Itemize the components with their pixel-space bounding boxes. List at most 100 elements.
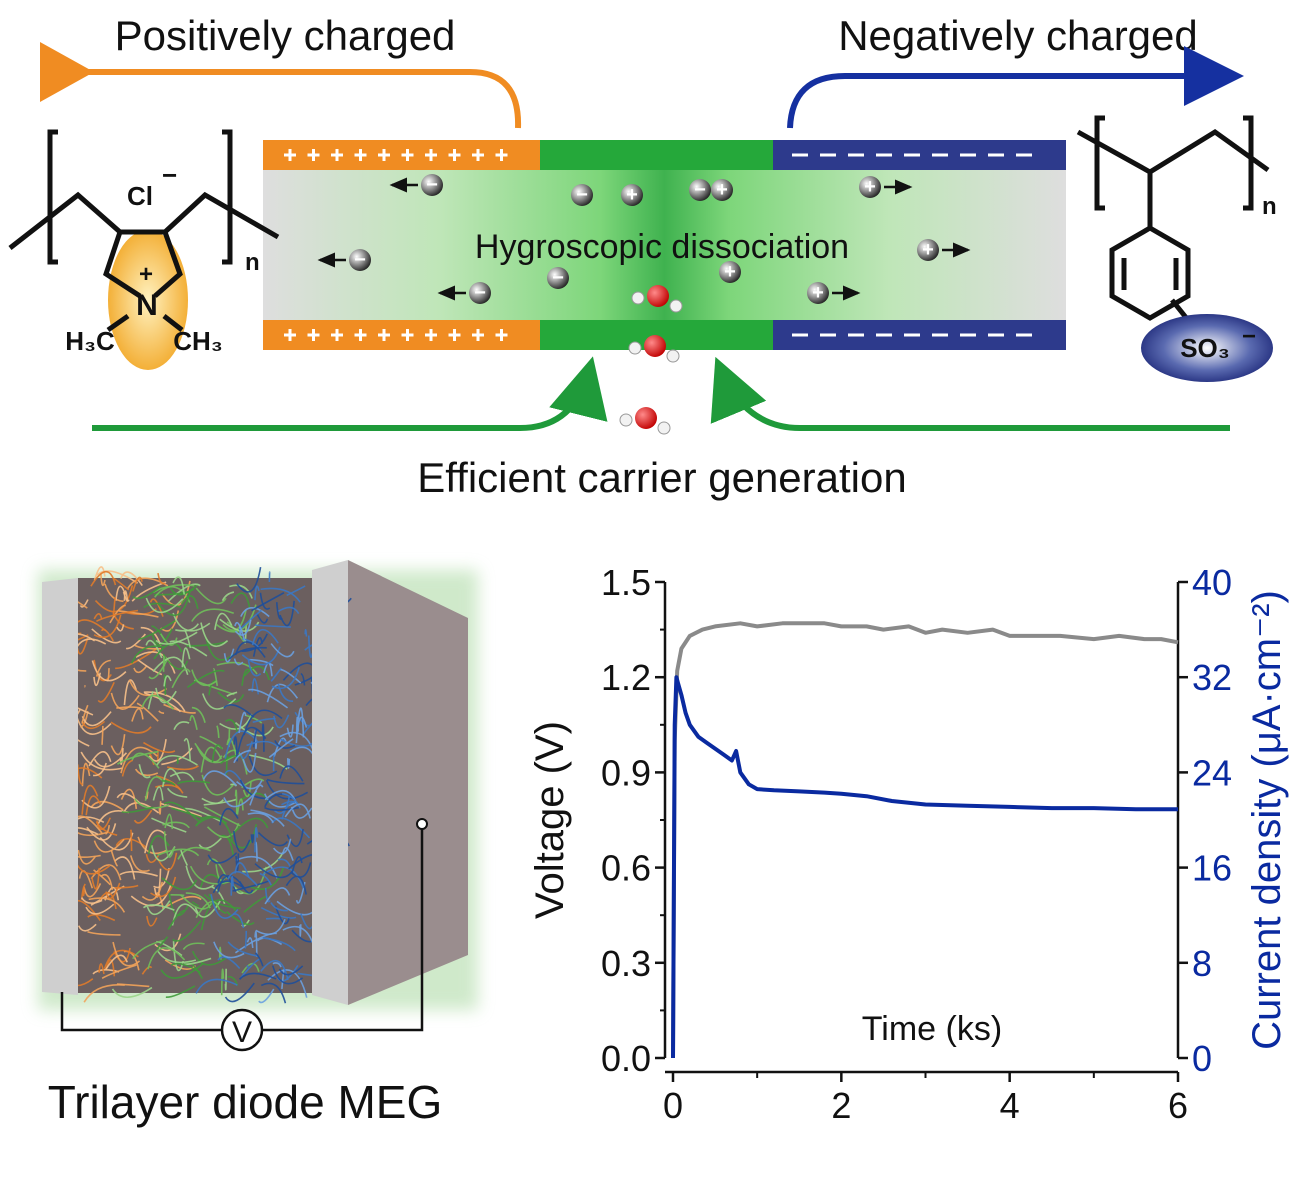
nanofiber — [234, 789, 238, 814]
minus-mark — [1016, 333, 1032, 337]
nanofiber — [258, 988, 275, 1004]
nanofiber — [132, 576, 143, 592]
nanofiber — [88, 897, 126, 913]
voltmeter-icon — [220, 1008, 264, 1052]
nanofiber — [85, 903, 115, 915]
nanofiber — [160, 802, 202, 818]
nanofiber — [229, 584, 253, 599]
nanofiber — [138, 619, 176, 641]
positive-flow-arrow — [39, 42, 522, 129]
nanofiber — [212, 668, 219, 686]
nanofiber — [110, 692, 140, 710]
nanofiber — [166, 765, 199, 771]
nanofiber — [279, 600, 295, 627]
plus-mark — [453, 329, 456, 341]
nanofiber — [263, 793, 298, 808]
anion-icon — [547, 267, 569, 289]
nanofiber — [211, 744, 223, 763]
x-axis-label: Time (ks) — [862, 1010, 1002, 1048]
nanofiber — [239, 741, 253, 760]
nanofiber — [228, 646, 267, 660]
polyanion-structure — [1076, 115, 1270, 322]
nanofiber — [259, 872, 272, 886]
nanofiber — [143, 602, 182, 609]
y2-tick-label: 24 — [1192, 752, 1232, 793]
device-caption: Trilayer diode MEG — [48, 1076, 443, 1128]
nanofiber — [87, 930, 121, 936]
nanofiber — [202, 770, 238, 787]
fixed-positive-charges — [284, 149, 508, 341]
ion-sign: + — [716, 179, 728, 201]
nanofiber — [236, 798, 244, 815]
minus-mark — [904, 153, 920, 157]
ion-sign: + — [626, 184, 638, 206]
x-tick-label: 0 — [663, 1085, 683, 1126]
y-tick-label: 0.0 — [601, 1038, 651, 1079]
chart-series — [671, 621, 1179, 1059]
nanofiber — [211, 886, 226, 905]
hydrogen-atom — [669, 299, 683, 313]
nanofiber — [216, 725, 220, 738]
nanofiber — [134, 798, 170, 809]
nitrogen-charge: + — [139, 261, 153, 288]
plus-mark — [500, 329, 503, 341]
y-axis-label: Voltage (V) — [528, 721, 572, 919]
nanofiber — [160, 962, 204, 979]
plus-mark — [288, 149, 292, 161]
x-tick-label: 2 — [831, 1085, 851, 1126]
nanofiber — [195, 816, 234, 841]
plus-mark — [335, 329, 339, 341]
ion-sign: + — [812, 282, 824, 304]
nanofiber — [77, 849, 97, 865]
nanofiber — [122, 591, 130, 602]
nanofiber — [249, 658, 274, 667]
current-density-line — [671, 675, 1178, 1059]
nanofiber — [155, 687, 177, 704]
nanofiber — [232, 879, 271, 892]
nanofiber — [105, 825, 111, 835]
plus-mark — [359, 149, 362, 161]
nanofiber — [141, 694, 174, 710]
nanofiber — [161, 747, 193, 766]
pss-left-bracket — [1094, 115, 1105, 211]
nanofiber — [236, 780, 263, 790]
voltage-line — [671, 621, 1179, 1059]
plus-mark — [429, 149, 433, 161]
nanofiber — [158, 710, 165, 715]
nanofiber — [163, 801, 199, 822]
nanofiber — [286, 828, 304, 847]
nanofiber — [260, 587, 301, 603]
hygroscopic-dissociation-label: Hygroscopic dissociation — [475, 228, 849, 266]
nitrogen-label: N — [136, 289, 158, 322]
ion-sign: − — [694, 179, 706, 201]
nanofiber — [133, 809, 153, 824]
right-electrode — [312, 560, 348, 1005]
anion-icon — [421, 174, 443, 196]
nanofiber — [195, 900, 221, 919]
trilayer-device: V — [38, 560, 478, 1052]
nanofiber — [224, 968, 227, 991]
nanofiber — [184, 630, 192, 649]
nanofiber — [98, 963, 105, 974]
nanofiber — [248, 866, 285, 890]
nanofiber — [154, 584, 195, 598]
nanofiber — [257, 832, 289, 847]
nanofiber — [177, 846, 211, 860]
nanofiber — [201, 693, 237, 710]
nanofiber — [233, 830, 251, 853]
nanofiber — [144, 829, 167, 854]
fiber-stack-base — [78, 578, 318, 993]
plus-mark — [312, 149, 315, 161]
minus-mark — [988, 333, 1004, 337]
nanofiber — [244, 930, 248, 949]
ion-sign: + — [864, 176, 876, 198]
nanofiber — [169, 771, 195, 781]
nanofiber — [150, 876, 177, 898]
nanofiber — [96, 570, 139, 584]
ion-sign: − — [552, 267, 564, 289]
y-tick-label: 0.3 — [601, 943, 651, 984]
nanofiber — [281, 847, 294, 861]
nanofiber — [299, 924, 302, 937]
nanofiber — [170, 962, 201, 974]
